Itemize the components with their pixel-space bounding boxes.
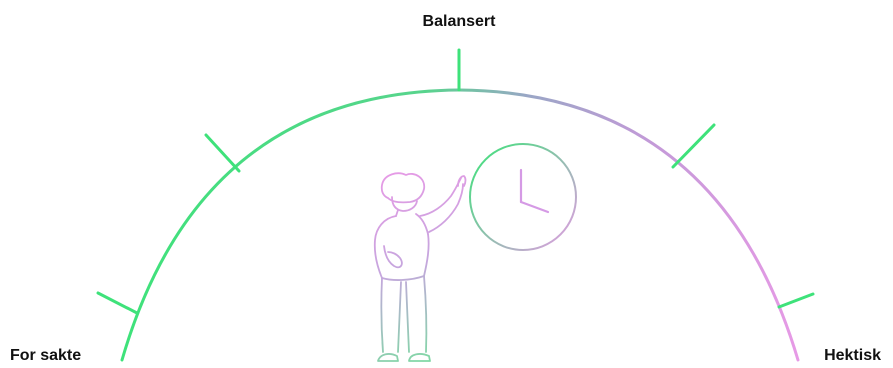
- person-pointing-icon: [375, 173, 466, 361]
- gauge-tick-upper-left: [206, 135, 239, 171]
- label-too-slow: For sakte: [10, 348, 81, 364]
- gauge-tick-lower-right: [779, 294, 813, 307]
- gauge-arc: [122, 90, 798, 360]
- label-hectic: Hektisk: [824, 348, 881, 364]
- gauge-tick-upper-right: [673, 125, 714, 167]
- clock-icon: [470, 144, 576, 250]
- label-balanced: Balansert: [423, 14, 496, 30]
- gauge-tick-lower-left: [98, 293, 137, 313]
